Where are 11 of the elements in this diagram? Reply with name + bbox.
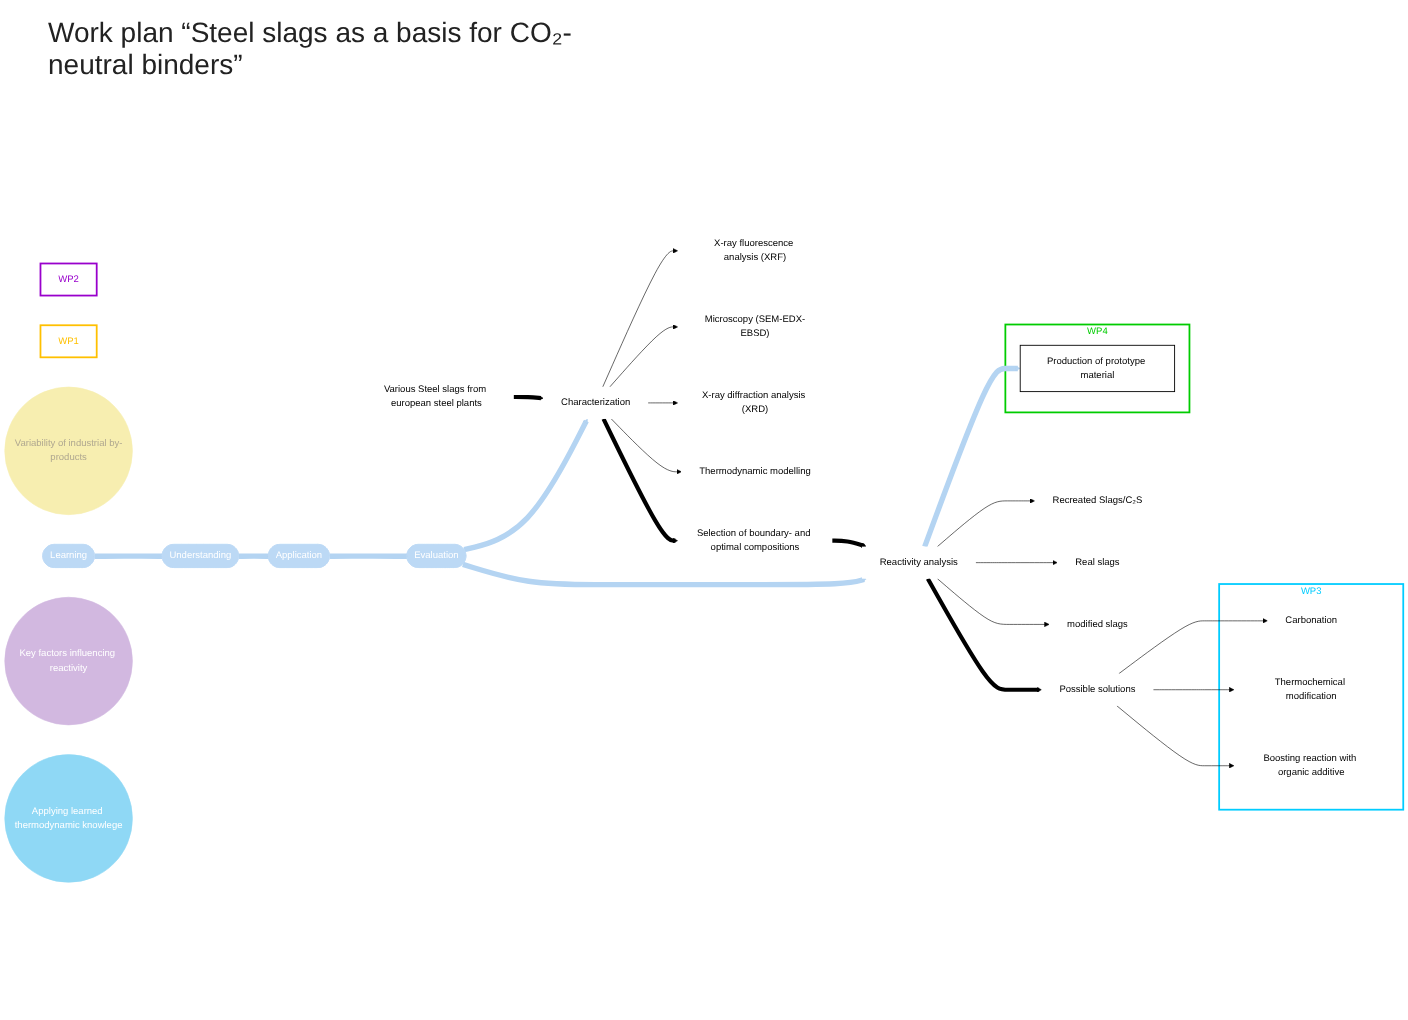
arrow xyxy=(922,365,1021,548)
connector xyxy=(238,553,269,559)
arrow xyxy=(832,538,867,548)
arrow xyxy=(601,418,678,544)
arrow xyxy=(513,394,544,401)
arrow xyxy=(463,418,589,553)
arrow xyxy=(926,577,1042,693)
connector xyxy=(329,553,408,559)
arrow xyxy=(462,561,867,588)
connector xyxy=(94,553,163,559)
diagram-title: Work plan “Steel slags as a basis for CO₂-neutral binders” xyxy=(48,16,574,80)
